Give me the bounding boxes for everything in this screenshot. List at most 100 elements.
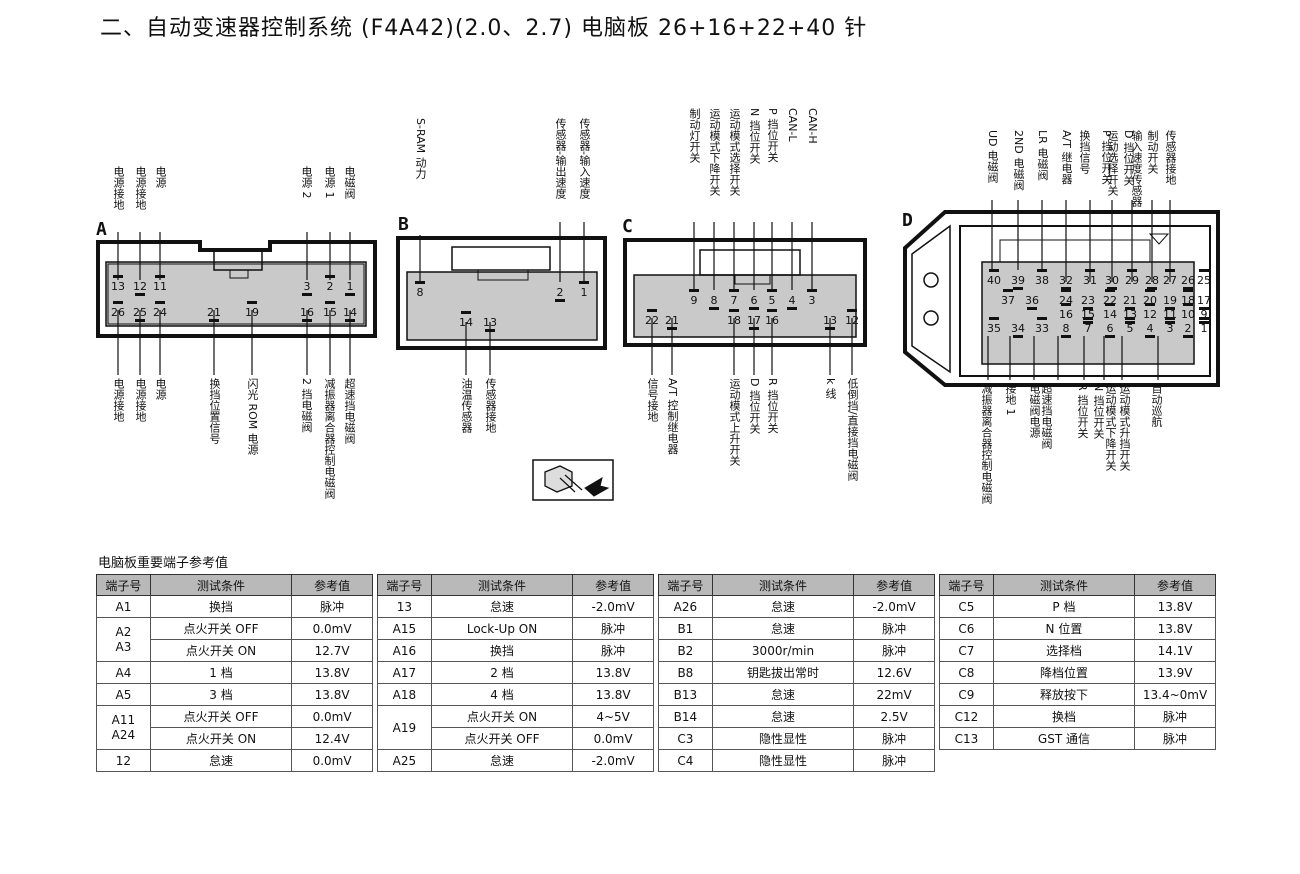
pin-number: 29 <box>1125 274 1139 287</box>
table-cell: 脉冲 <box>1134 727 1216 750</box>
pin-marker <box>749 307 759 310</box>
table-cell: 13.9V <box>1134 661 1216 684</box>
pin-number: 38 <box>1035 274 1049 287</box>
pin-number: 17 <box>747 314 761 327</box>
connector-c-label: C <box>622 216 633 237</box>
reference-table-1: 端子号 测试条件 参考值 A1 换挡 脉冲 A2 A3 点火开关 OFF 0.0… <box>96 574 373 772</box>
table-cell: 脉冲 <box>572 639 654 662</box>
pin-label: 2 挡电磁阀 <box>300 378 313 433</box>
pin-marker <box>155 301 165 304</box>
pin-label: 电磁阀 <box>343 166 356 199</box>
pin-number: 14 <box>343 306 357 319</box>
table-cell: 1 档 <box>149 661 293 684</box>
pin-marker <box>135 293 145 296</box>
table-cell: 钥匙拔出常时 <box>711 661 855 684</box>
pin-marker <box>1061 287 1071 290</box>
table-row: 13 怠速 -2.0mV <box>377 595 654 618</box>
pin-marker <box>247 301 257 304</box>
table-cell: C3 <box>658 727 713 750</box>
table-cell: A15 <box>377 617 432 640</box>
pin-marker <box>1199 307 1209 310</box>
pin-label: 超速挡电磁阀 <box>343 378 356 444</box>
pin-label: 运动模式上升开关 <box>728 378 741 466</box>
pin-number: 21 <box>665 314 679 327</box>
table-cell: 4 档 <box>430 683 574 706</box>
pin-number: 7 <box>730 294 738 307</box>
pin-number: 6 <box>1106 322 1114 335</box>
pin-label: 电源接地 <box>134 166 147 210</box>
pin-marker <box>1165 317 1175 320</box>
terminal-id: A11 <box>111 712 136 727</box>
pin-number: 23 <box>1081 294 1095 307</box>
table-cell: 12 <box>96 749 151 772</box>
pin-marker <box>709 307 719 310</box>
pin-label: 传感器接地 <box>484 378 497 433</box>
pin-label: D 挡位开关 <box>1122 130 1135 186</box>
pin-number: 1 <box>580 286 588 299</box>
table-row: A19 点火开关 ON 4~5V <box>377 705 654 750</box>
pin-number: 14 <box>459 316 473 329</box>
table-cell: 脉冲 <box>572 617 654 640</box>
pin-number: 6 <box>750 294 758 307</box>
pin-marker <box>325 275 335 278</box>
pin-label: S-RAM 动力 <box>414 118 427 179</box>
pin-marker <box>1165 269 1175 272</box>
table-cell: 13.4~0mV <box>1134 683 1216 706</box>
page-title: 二、自动变速器控制系统 (F4A42)(2.0、2.7) 电脑板 26+16+2… <box>100 16 868 41</box>
col-header: 端子号 <box>377 574 432 596</box>
table-cell: 12.7V <box>291 639 373 662</box>
table-cell: 3 档 <box>149 683 293 706</box>
pin-marker <box>1145 335 1155 338</box>
table-cell: 点火开关 ON <box>149 639 293 662</box>
col-header: 参考值 <box>853 574 935 596</box>
pin-label: 电源接地 <box>134 378 147 422</box>
pin-label: 减振器离合器控制电磁阀 <box>980 383 993 504</box>
pin-label: 传感器接地 <box>1164 130 1177 185</box>
pin-number: 2 <box>1184 322 1192 335</box>
pin-label: A/T 继电器 <box>1060 130 1073 185</box>
pin-marker <box>1105 289 1115 292</box>
pin-marker <box>1105 303 1115 306</box>
pin-number: 18 <box>727 314 741 327</box>
pin-label: 电源接地 <box>112 378 125 422</box>
pin-marker <box>1127 269 1137 272</box>
table-cell: 4~5V <box>572 705 654 728</box>
terminal-id: A3 <box>115 639 132 654</box>
table-row: A17 2 档 13.8V <box>377 661 654 684</box>
pin-marker <box>1107 287 1117 290</box>
pin-number: 17 <box>1197 294 1211 307</box>
pin-marker <box>1061 289 1071 292</box>
pin-label: R 挡位开关 <box>1076 383 1089 439</box>
pin-marker <box>1165 321 1175 324</box>
pin-label: 接地 1 <box>1004 383 1017 416</box>
pin-label: A/T 控制继电器 <box>666 378 679 455</box>
pin-marker <box>729 289 739 292</box>
pin-marker <box>302 293 312 296</box>
pin-marker <box>1183 287 1193 290</box>
table-cell: 0.0mV <box>291 705 373 728</box>
table-cell: 脉冲 <box>853 617 935 640</box>
table-cell: A4 <box>96 661 151 684</box>
table-row: A18 4 档 13.8V <box>377 683 654 706</box>
pin-marker <box>1083 307 1093 310</box>
pin-label: 换挡位置信号 <box>208 378 221 444</box>
pin-marker <box>209 319 219 322</box>
pin-number: 37 <box>1001 294 1015 307</box>
pin-number: 2 <box>556 286 564 299</box>
table-cell: C5 <box>939 595 994 618</box>
table-caption: 电脑板重要端子参考值 <box>98 556 229 571</box>
pin-number: 12 <box>1143 308 1157 321</box>
pin-number: 10 <box>1181 308 1195 321</box>
table-cell: 13.8V <box>291 683 373 706</box>
pin-label: 电源 <box>154 166 167 188</box>
pin-label: P 挡位开关 <box>1100 130 1113 185</box>
pin-label: 自动巡航 <box>1150 383 1163 427</box>
pin-label: 运动模式下降开关 <box>1104 383 1117 471</box>
table-cell: Lock-Up ON <box>430 617 574 640</box>
pin-marker <box>1145 303 1155 306</box>
pin-number: 2 <box>326 280 334 293</box>
